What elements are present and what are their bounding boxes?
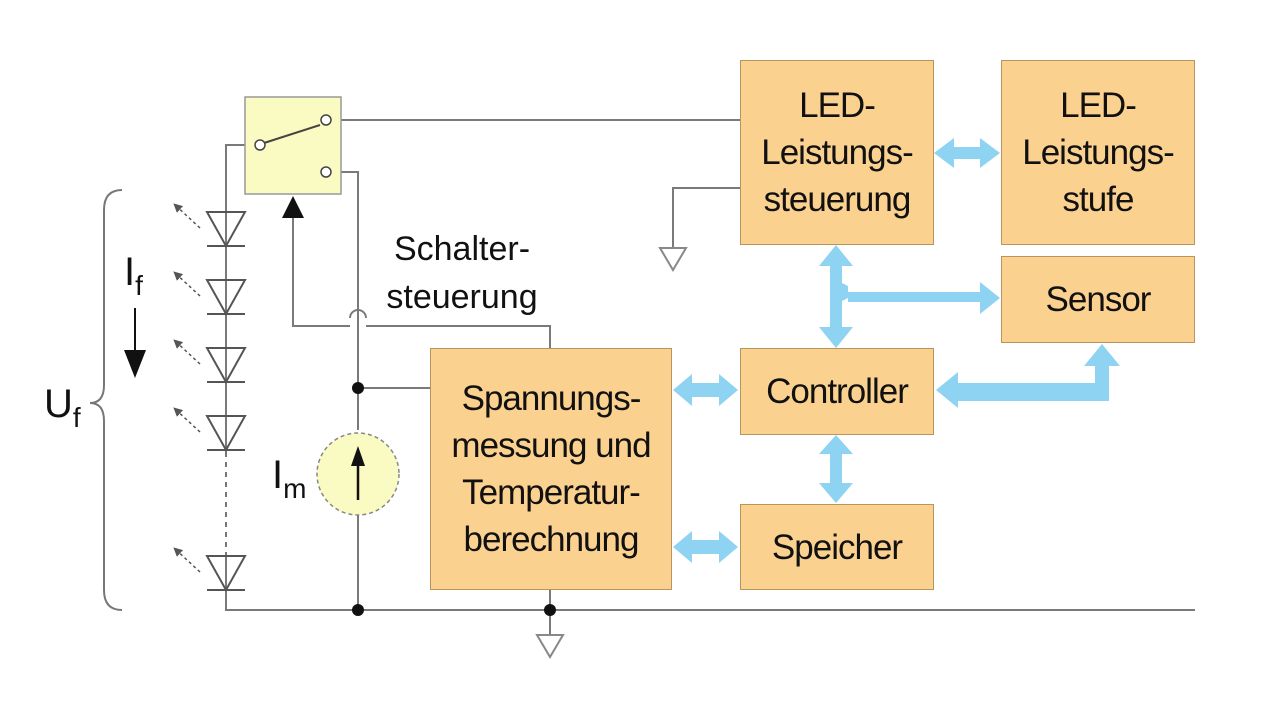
led-string — [205, 211, 247, 593]
led-control-block: LED- Leistungs- steuerung — [740, 60, 934, 245]
forward-current-arrow-head — [124, 350, 146, 378]
measure-current-label: Im — [272, 453, 307, 504]
forward-current-label: If — [124, 250, 143, 301]
forward-voltage-label: Uf — [44, 382, 81, 433]
light-emission-arrows — [173, 203, 201, 573]
ground-symbol-top — [658, 247, 688, 272]
controller-block: Controller — [740, 348, 934, 435]
led-power-stage-block: LED- Leistungs- stufe — [1001, 60, 1195, 245]
wiring — [225, 119, 1195, 635]
sensor-block: Sensor — [1001, 256, 1195, 343]
junction-dots — [352, 382, 556, 616]
voltage-temperature-block: Spannungs- messung und Temperatur- berec… — [430, 348, 672, 590]
ammeter-needle-head — [351, 446, 365, 466]
bus-arrows — [673, 138, 1120, 563]
switch-control-arrow-head — [282, 196, 304, 218]
forward-voltage-brace — [89, 189, 123, 611]
switch-symbol — [244, 96, 342, 195]
ground-symbol-bottom — [535, 634, 565, 659]
memory-block: Speicher — [740, 504, 934, 590]
switch-control-label: Schalter- steuerung — [386, 230, 538, 316]
